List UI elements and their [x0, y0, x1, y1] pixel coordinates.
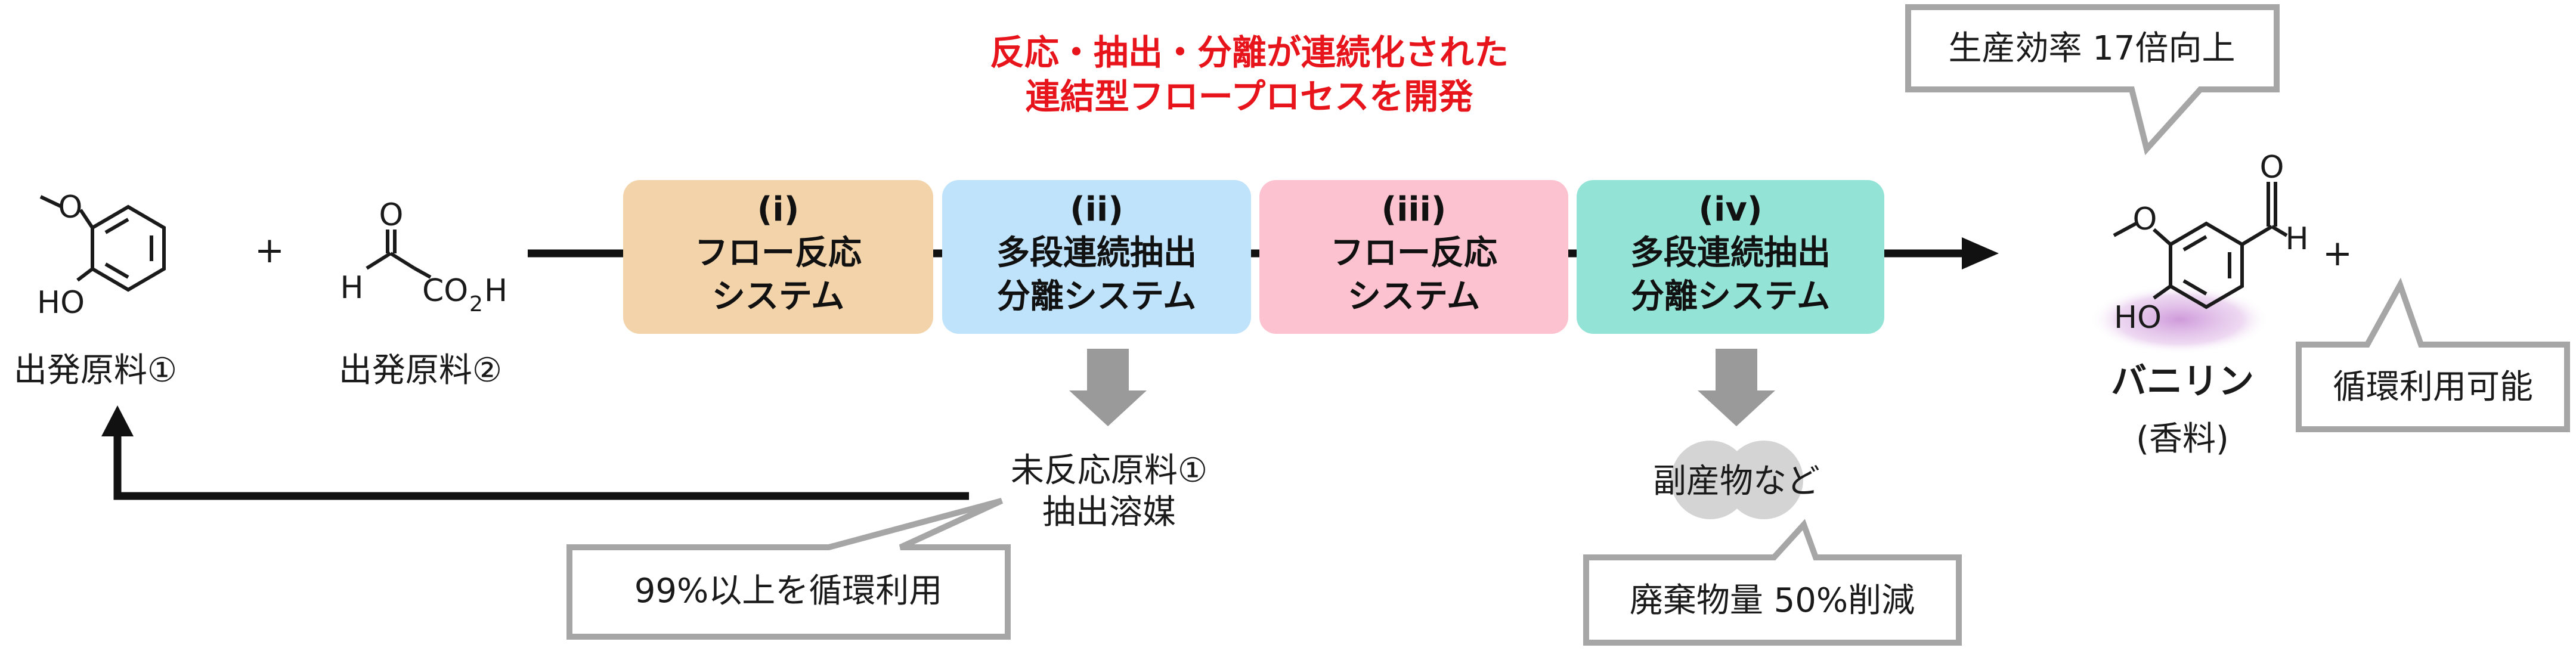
step-box-4-line2: 分離システム: [1631, 277, 1830, 316]
recovered-line2: 抽出溶媒: [1042, 493, 1176, 532]
byproduct-bubble-right: [1724, 441, 1803, 519]
callout-recyclable-text: 循環利用可能: [2333, 368, 2533, 407]
vanillin-o-aldehyde: O: [2260, 150, 2284, 185]
step-box-2-line2: 分離システム: [997, 277, 1196, 316]
recycle-loop-arrowhead: [101, 405, 134, 436]
guaiacol-structure: [39, 195, 166, 292]
step-box-2-bg: [942, 180, 1251, 334]
headline-line1: 反応・抽出・分離が連続化された: [990, 32, 1509, 73]
down-arrow-byproduct: [1698, 349, 1775, 426]
starting-material-2-label: 出発原料②: [339, 351, 502, 390]
glyoxylic-h2: H: [484, 273, 507, 309]
callout-recycle-rate-text: 99%以上を循環利用: [634, 572, 942, 610]
callout-waste-shape: [1583, 519, 1962, 646]
vanillin-ho: HO: [2114, 300, 2162, 336]
step-box-1: (i) フロー反応 システム: [623, 180, 933, 334]
plus-sign-1: +: [255, 230, 284, 271]
down-arrow-recovery: [1069, 349, 1147, 426]
flow-arrowhead: [1962, 237, 1999, 269]
recycle-loop-arrow: [113, 435, 969, 500]
recovered-line1: 未反応原料①: [1011, 451, 1208, 490]
step-box-3-line2: システム: [1348, 277, 1480, 316]
guaiacol-ho: HO: [37, 285, 85, 321]
vanillin-structure: [2113, 182, 2288, 309]
callout-efficiency-text: 生産効率 17倍向上: [1948, 29, 2235, 68]
product-name: バニリン: [2111, 361, 2254, 402]
glyoxylic-o: O: [379, 197, 404, 233]
callout-recyclable-shape: [2296, 277, 2570, 432]
headline-line2: 連結型フロープロセスを開発: [1026, 76, 1474, 117]
glyoxylic-sub2: 2: [469, 292, 483, 317]
product-sub: (香料): [2136, 420, 2229, 458]
vanillin-o-methoxy: O: [2133, 202, 2157, 237]
step-box-1-num: (i): [757, 190, 799, 229]
vanillin-h-aldehyde: H: [2285, 221, 2308, 257]
vanillin-glow: [2090, 285, 2269, 354]
starting-material-1-label: 出発原料①: [14, 351, 177, 390]
callout-waste-text: 廃棄物量 50%削減: [1630, 581, 1915, 620]
step-box-4-line1: 多段連続抽出: [1630, 234, 1831, 272]
plus-sign-2: +: [2323, 232, 2352, 274]
glyoxylic-co: CO: [422, 273, 468, 309]
step-box-2-num: (ii): [1070, 190, 1123, 229]
step-box-1-bg: [623, 180, 933, 334]
step-box-4: (iv) 多段連続抽出 分離システム: [1577, 180, 1884, 334]
callout-efficiency-shape: [1905, 4, 2280, 156]
glyoxylic-acid-structure: [366, 230, 432, 279]
callout-recycle-rate-shape: [566, 498, 1011, 640]
step-box-3-bg: [1259, 180, 1568, 334]
step-box-3-num: (iii): [1382, 190, 1447, 229]
step-box-3: (iii) フロー反応 システム: [1259, 180, 1568, 334]
step-box-3-line1: フロー反応: [1330, 234, 1497, 272]
step-box-2-line1: 多段連続抽出: [996, 234, 1197, 272]
glyoxylic-h: H: [340, 270, 363, 306]
step-box-2: (ii) 多段連続抽出 分離システム: [942, 180, 1251, 334]
step-box-4-num: (iv): [1699, 190, 1763, 229]
step-box-1-line1: フロー反応: [695, 234, 862, 272]
step-box-1-line2: システム: [712, 277, 844, 316]
byproduct-label: 副産物など: [1653, 462, 1820, 501]
guaiacol-o: O: [58, 190, 83, 225]
step-box-4-bg: [1577, 180, 1884, 334]
